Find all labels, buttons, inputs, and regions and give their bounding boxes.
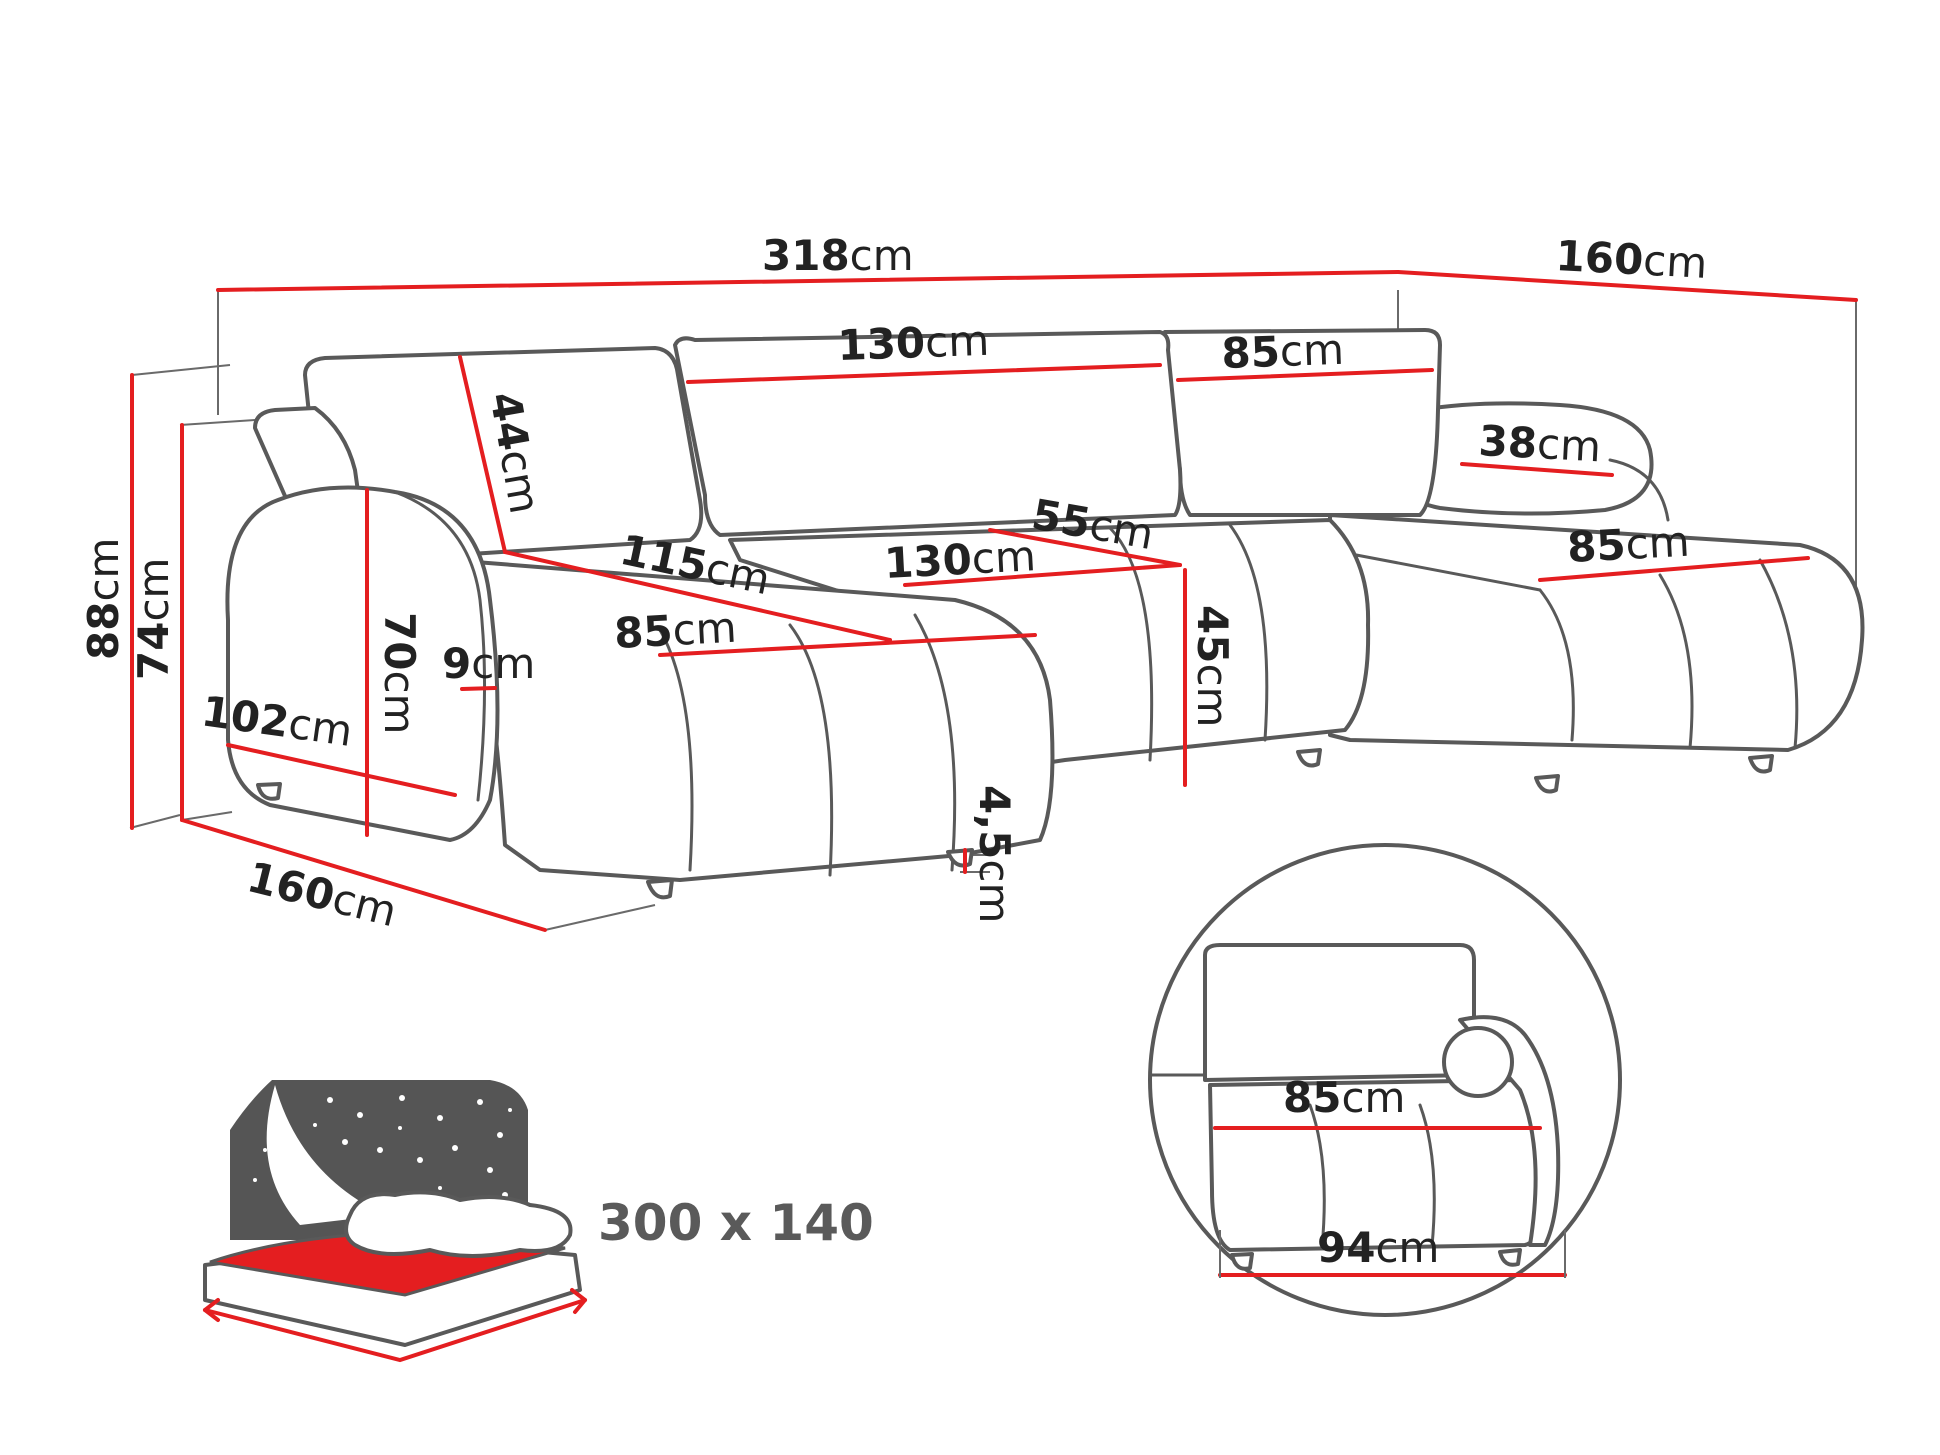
label-318: 318cm: [762, 231, 914, 280]
middle-leg-1: [1296, 748, 1322, 768]
label-102: 102cm: [199, 686, 356, 756]
label-160-left: 160cm: [243, 852, 402, 936]
back-cushion-middle: [673, 330, 1183, 537]
label-70: 70cm: [375, 612, 424, 734]
bed-dim-arrow: [203, 1298, 587, 1363]
label-38: 38cm: [1477, 416, 1602, 471]
dim-line-130-back: [686, 363, 1162, 384]
dimension-lines: [130, 270, 1858, 932]
label-85-chaise: 85cm: [1566, 517, 1691, 572]
left-arm: [225, 485, 500, 842]
left-arm-leg: [256, 782, 282, 801]
dim-line-44: [458, 355, 507, 554]
label-160-top: 160cm: [1554, 231, 1708, 288]
extension-lines: [129, 290, 1857, 931]
detail-arm: [1458, 1015, 1561, 1247]
label-4-5: 4,5cm: [970, 785, 1019, 923]
label-88: 88cm: [79, 538, 128, 660]
bed-size-label: 300 x 140: [598, 1194, 874, 1252]
label-45: 45cm: [1188, 605, 1237, 727]
chaise-leg-2: [1748, 754, 1774, 774]
dim-line-160-top: [1396, 270, 1858, 302]
label-44: 44cm: [480, 388, 550, 517]
dim-line-9: [460, 686, 497, 691]
stars: [253, 1095, 512, 1212]
chaise-seat: [1328, 513, 1865, 752]
dim-line-318: [216, 270, 1400, 292]
dim-line-130-seat: [903, 563, 1182, 587]
dim-line-38: [1460, 462, 1614, 477]
left-leg-1: [646, 878, 674, 900]
label-85-back: 85cm: [1221, 325, 1345, 378]
label-9: 9cm: [442, 639, 535, 688]
detail-backrest: [1203, 943, 1476, 1082]
bed-icon: 300 x 140: [203, 1080, 874, 1363]
dim-line-115: [503, 550, 892, 642]
dim-line-55: [988, 528, 1182, 567]
bed-pillows: [344, 1190, 573, 1258]
chaise-leg-1: [1534, 774, 1560, 794]
detail-label-85: 85cm: [1283, 1073, 1405, 1122]
label-130-back: 130cm: [837, 316, 990, 370]
label-74: 74cm: [129, 558, 178, 680]
dim-line-102: [226, 743, 457, 797]
dim-line-85-seat: [658, 633, 1037, 657]
dim-line-160-left: [180, 818, 547, 932]
dim-line-85-chaise: [1538, 556, 1810, 582]
label-55: 55cm: [1028, 490, 1157, 560]
label-85-seat: 85cm: [613, 603, 738, 658]
label-130-seat: 130cm: [883, 531, 1037, 588]
detail-pillow: [1442, 1026, 1514, 1098]
detail-label-94: 94cm: [1317, 1223, 1439, 1272]
dim-line-85-back: [1176, 368, 1434, 382]
detail-inset: 85cm 94cm: [1148, 843, 1622, 1317]
